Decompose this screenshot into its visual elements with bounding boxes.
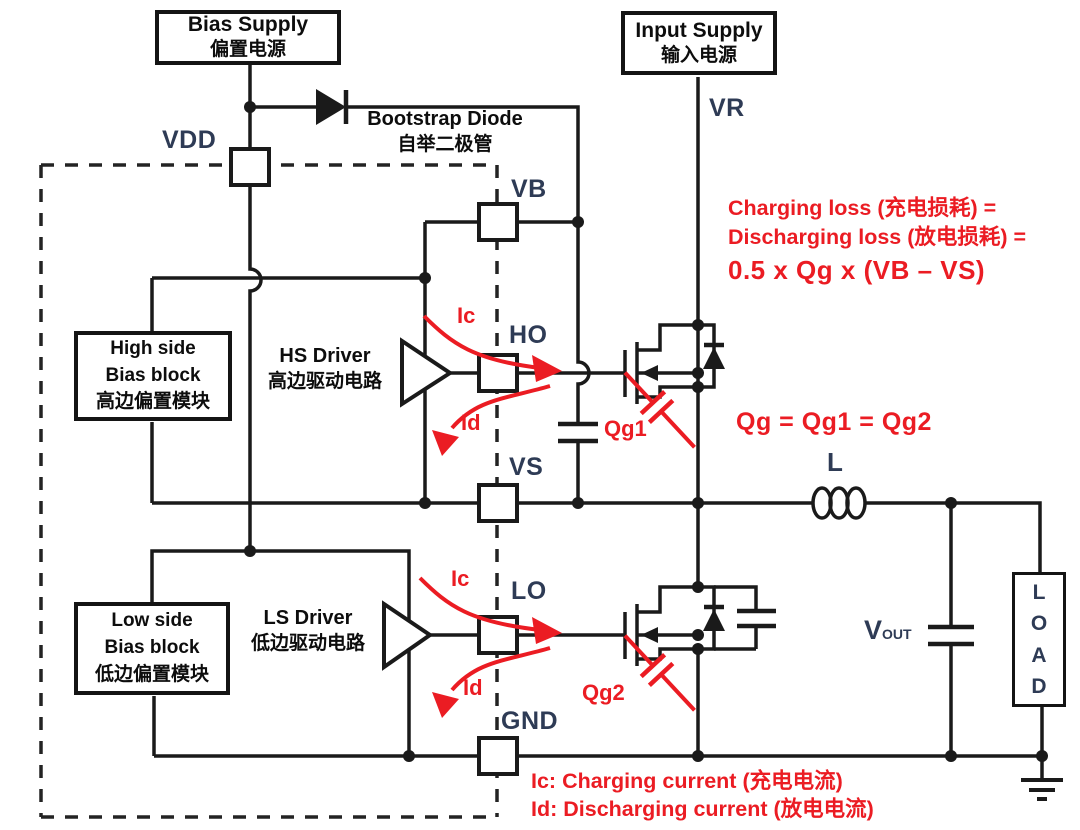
low-side-bias-line1: Low side [111, 610, 193, 632]
driver-ic-boundary [39, 163, 499, 819]
low-side-bias-line3: 低边偏置模块 [94, 663, 209, 685]
id-label-ls: Id [463, 675, 483, 700]
pin-vdd-terminal [229, 147, 271, 187]
ls-driver-label-cn: 低边驱动电路 [250, 633, 365, 654]
pin-label-vr: VR [709, 94, 745, 122]
id-arrow-hs [432, 384, 551, 456]
ic-label-ls: Ic [451, 566, 470, 591]
input-supply-label-en: Input Supply [635, 18, 763, 42]
qg1-capacitor [623, 371, 696, 449]
hs-driver-triangle [400, 337, 454, 408]
vout-capacitor [928, 624, 974, 647]
id-arrow-ls [432, 646, 551, 718]
pin-label-lo: LO [511, 577, 547, 605]
high-side-bias-line3: 高边偏置模块 [95, 391, 210, 413]
hs-driver-label-cn: 高边驱动电路 [267, 371, 382, 392]
ls-driver-triangle [382, 600, 434, 671]
load-box: L O A D [1012, 572, 1066, 707]
bias-supply-label-cn: 偏置电源 [209, 39, 286, 61]
current-legend: Ic: Charging current (充电电流) Id: Discharg… [531, 768, 874, 823]
pin-vs-terminal [477, 483, 519, 523]
pin-label-vb: VB [511, 175, 547, 203]
high-side-bias-block: High side Bias block 高边偏置模块 [74, 331, 232, 421]
ground-symbol [1021, 778, 1063, 801]
low-side-bias-line2: Bias block [104, 637, 200, 659]
pin-label-gnd: GND [501, 707, 559, 735]
load-letter-l: L [1032, 580, 1046, 604]
bootstrap-diode-symbol [316, 89, 349, 125]
high-side-bias-line2: Bias block [105, 364, 201, 386]
vout-label-v: V [864, 615, 883, 645]
load-letter-d: D [1031, 675, 1047, 698]
pin-label-vdd: VDD [162, 126, 217, 154]
wires [150, 64, 1044, 780]
bootstrap-diode-label-en: Bootstrap Diode [367, 108, 523, 130]
ls-driver-label-en: LS Driver [263, 607, 353, 629]
low-side-bias-block: Low side Bias block 低边偏置模块 [74, 602, 230, 695]
input-supply-box: Input Supply 输入电源 [621, 11, 777, 75]
ic-arrow-ls [418, 576, 562, 644]
charging-loss-line1: Charging loss (充电损耗) = [728, 196, 997, 220]
hs-driver-label-en: HS Driver [279, 345, 371, 367]
ic-label-hs: Ic [457, 303, 476, 328]
legend-discharging-current: Id: Discharging current (放电电流) [531, 796, 874, 821]
vout-label-sub: OUT [882, 626, 912, 642]
qg2-capacitor [623, 634, 696, 712]
hs-mosfet [623, 323, 725, 404]
pin-label-ho: HO [509, 321, 548, 349]
pin-gnd-terminal [477, 736, 519, 776]
bias-supply-box: Bias Supply 偏置电源 [155, 10, 341, 65]
vout-label: VOUT [864, 615, 912, 646]
id-label-hs: Id [461, 410, 481, 435]
pin-label-vs: VS [509, 453, 544, 481]
charging-loss-line2: Discharging loss (放电损耗) = [728, 224, 1027, 249]
qg1-label: Qg1 [604, 416, 647, 441]
ls-output-capacitor [714, 585, 776, 651]
ic-arrow-hs [422, 314, 562, 382]
pin-vb-terminal [477, 202, 519, 242]
high-side-bias-line1: High side [110, 337, 196, 359]
junction-dots [244, 101, 1048, 762]
inductor-label: L [827, 447, 844, 477]
ls-mosfet [623, 585, 776, 666]
load-letter-o: O [1030, 612, 1048, 635]
bias-supply-label-en: Bias Supply [187, 13, 309, 37]
legend-charging-current: Ic: Charging current (充电电流) [531, 769, 843, 793]
load-letter-a: A [1031, 643, 1047, 667]
ls-driver-label: LS Driver 低边驱动电路 [233, 606, 383, 657]
qg-equation: Qg = Qg1 = Qg2 [736, 408, 932, 436]
inductor-symbol [811, 486, 867, 520]
bootstrap-diode-label-cn: 自举二极管 [397, 134, 493, 155]
qg2-label: Qg2 [582, 680, 625, 705]
bootstrap-diode-label: Bootstrap Diode 自举二极管 [355, 107, 535, 158]
input-supply-label-cn: 输入电源 [660, 44, 737, 66]
bootstrap-capacitor [558, 421, 598, 444]
hs-driver-label: HS Driver 高边驱动电路 [250, 344, 400, 395]
charging-loss-formula: 0.5 x Qg x (VB – VS) [728, 255, 986, 286]
charging-loss-annotation: Charging loss (充电损耗) = Discharging loss … [728, 194, 1026, 287]
